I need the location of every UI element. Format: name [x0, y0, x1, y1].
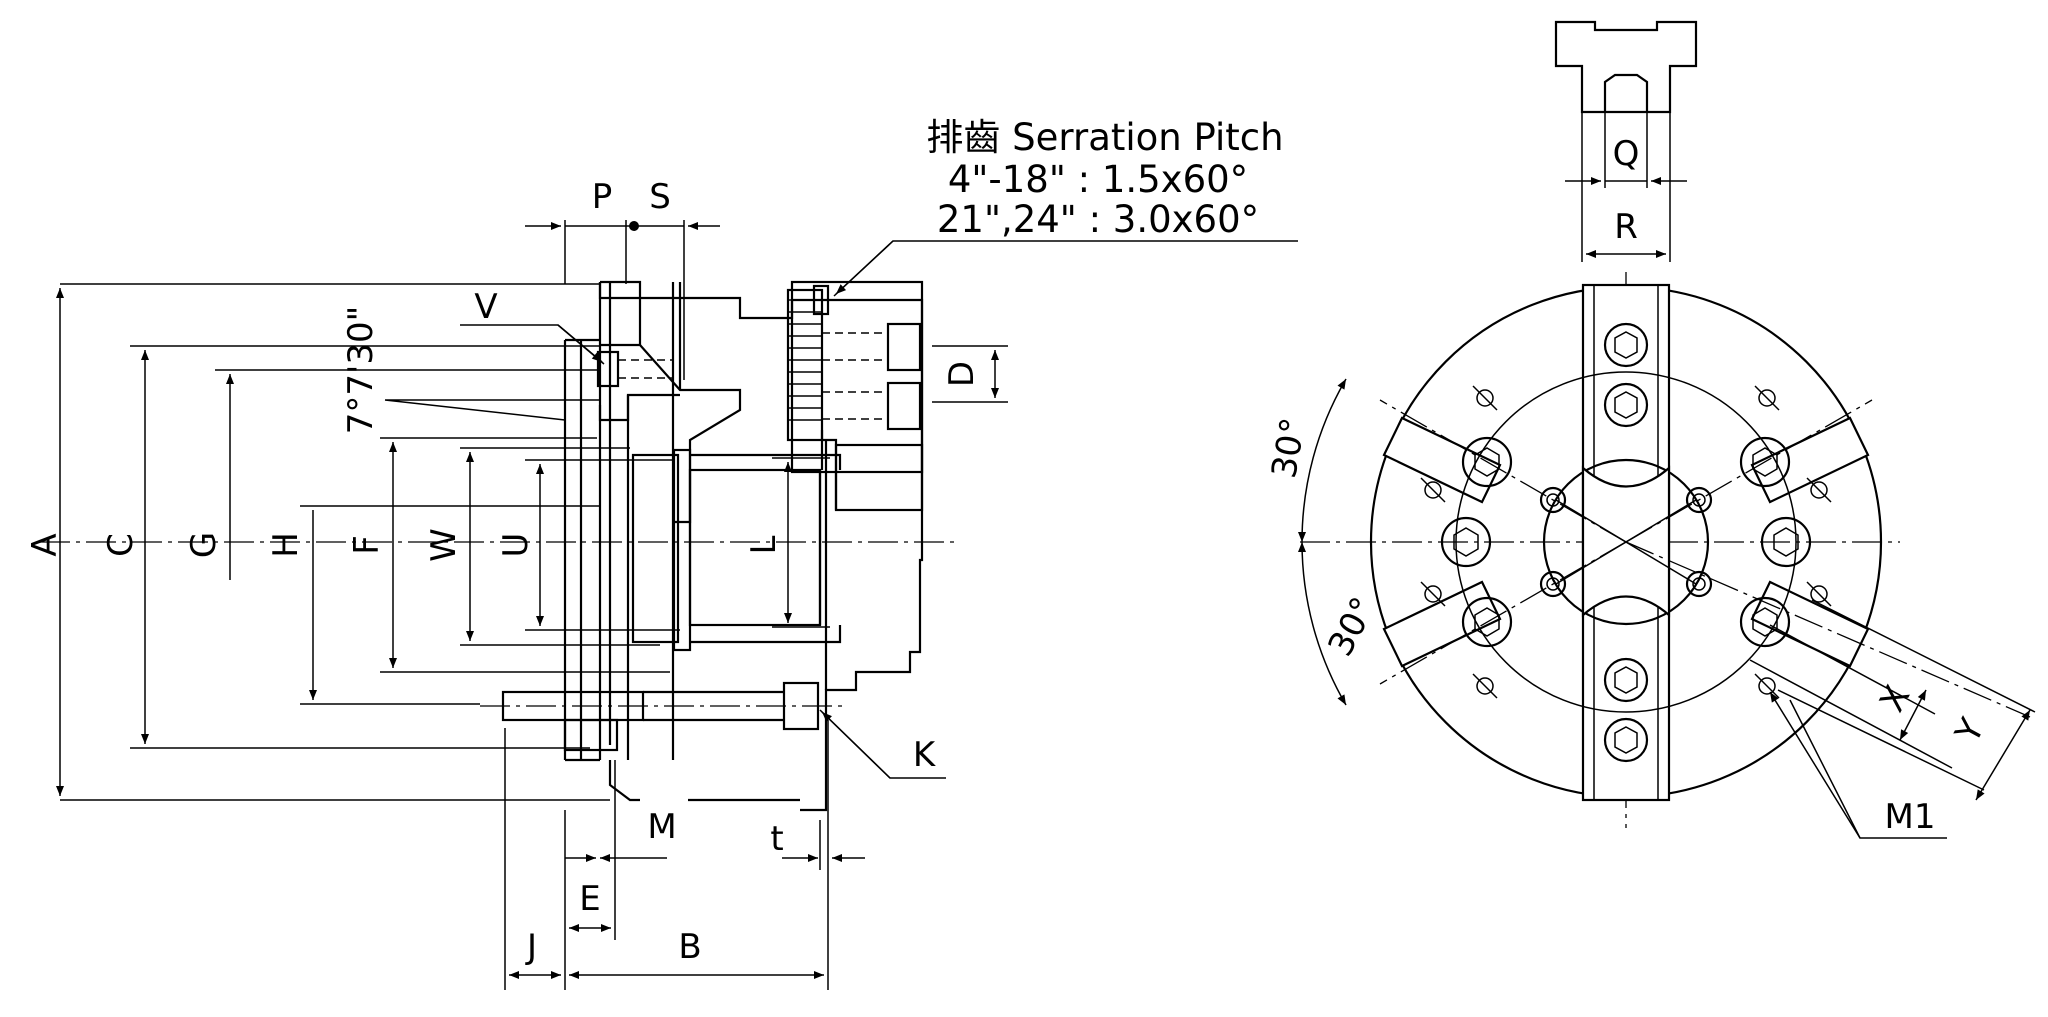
- jaw-serration-teeth: [788, 299, 822, 421]
- jaw-serration: [786, 288, 824, 442]
- label-H: H: [266, 532, 306, 558]
- hub-bolt-4: [1685, 570, 1713, 598]
- jaw-block: [790, 280, 924, 474]
- label-J: J: [525, 927, 537, 967]
- socket-bolt-r: [1760, 516, 1812, 568]
- serration-note-line3: 21",24" : 3.0x60°: [937, 198, 1259, 241]
- label-V: V: [474, 287, 497, 327]
- m1-hole-4: [1472, 673, 1498, 699]
- chuck-body-outline: [598, 280, 924, 812]
- dim-PS-dot: [629, 221, 639, 231]
- label-P: P: [592, 177, 613, 217]
- angle-arc-top: [1298, 378, 1347, 543]
- m1-hole-1: [1472, 385, 1498, 411]
- label-Q: Q: [1613, 134, 1640, 174]
- flange-left: [563, 338, 600, 762]
- jaw-bolt-head-1: [886, 322, 922, 372]
- label-t: t: [770, 819, 783, 859]
- front-view: Q R 30° 30° X Y M1: [1264, 20, 2036, 839]
- label-L: L: [744, 535, 784, 554]
- jaw-slot-lower-left: [1382, 580, 1502, 668]
- angle-arc-bottom: [1298, 541, 1347, 706]
- side-view: A C G H F W U L D 7°7'30" P S V K M t E …: [25, 116, 1298, 990]
- t-nut-key: [1603, 73, 1649, 112]
- leader-serration: [833, 240, 1298, 297]
- v-screw-thread: [618, 359, 672, 379]
- m1-hole-2: [1420, 477, 1446, 503]
- qr-extension-lines: [1581, 112, 1671, 262]
- label-K: K: [913, 735, 937, 775]
- serration-note-line1: 排齒 Serration Pitch: [926, 116, 1283, 159]
- label-F: F: [347, 535, 387, 555]
- slot-bolt-3: [1603, 657, 1649, 703]
- leader-V: [460, 324, 605, 365]
- leader-V-arrow: [557, 324, 603, 363]
- hub-bolt-3: [1539, 570, 1567, 598]
- m1-hole-5: [1754, 385, 1780, 411]
- label-taper: 7°7'30": [341, 306, 381, 435]
- socket-bolt-l: [1440, 516, 1492, 568]
- bore-relief: [672, 448, 692, 652]
- socket-bolt-lr: [1739, 596, 1791, 648]
- jaw-bolt-head-2: [886, 381, 922, 431]
- chuck-body-taper: [598, 343, 742, 524]
- leader-K-arrow: [821, 711, 891, 779]
- label-S: S: [649, 177, 671, 217]
- jaw-key: [812, 284, 830, 316]
- t-nut: [1554, 20, 1698, 114]
- label-M1: M1: [1885, 797, 1936, 837]
- xy-extension-lines: [1749, 599, 2036, 791]
- label-D: D: [942, 361, 982, 387]
- label-angle-bottom: 30°: [1320, 591, 1384, 663]
- radial-centerlines: [1379, 399, 2031, 718]
- slot-bolt-2: [1603, 382, 1649, 428]
- slot-bolt-4: [1603, 717, 1649, 763]
- m1-hole-6: [1806, 477, 1832, 503]
- label-M: M: [647, 807, 676, 847]
- leader-M1-arrow: [1769, 691, 1861, 839]
- label-C: C: [101, 533, 141, 557]
- mount-nut: [563, 718, 619, 752]
- mount-bolt-body: [643, 690, 784, 722]
- label-Y: Y: [1947, 712, 1993, 750]
- m1-hole-3: [1420, 581, 1446, 607]
- bore-outer: [631, 453, 680, 644]
- label-E: E: [579, 879, 600, 919]
- jaw-slot-lower-right: [1750, 580, 1870, 668]
- dim-Y-line: [1975, 709, 2031, 801]
- label-R: R: [1614, 207, 1638, 247]
- label-W: W: [424, 528, 464, 562]
- m1-hole-7: [1806, 581, 1832, 607]
- bore-step: [690, 440, 842, 690]
- jaw-clamp: [834, 443, 924, 512]
- v-screw: [596, 350, 620, 388]
- hub-bolt-2: [1685, 486, 1713, 514]
- extension-lines: [60, 220, 1008, 990]
- dim-X-line: [1899, 689, 1927, 741]
- jaw-clamp-detail: [820, 430, 838, 510]
- m1-hole-8: [1754, 673, 1780, 699]
- label-angle-top: 30°: [1264, 415, 1314, 481]
- center-bore: [1542, 458, 1710, 626]
- label-X: X: [1872, 679, 1918, 718]
- hub-ring: [1455, 371, 1797, 713]
- taper-angle-lines: [384, 399, 600, 421]
- jaw-slot-upper-right: [1750, 416, 1870, 504]
- serration-note-line2: 4"-18" : 1.5x60°: [948, 158, 1248, 201]
- slot-bolt-1: [1603, 322, 1649, 368]
- jaw-slot-upper-left: [1382, 416, 1502, 504]
- jaw-bolt-shank: [822, 332, 888, 420]
- label-A: A: [25, 533, 65, 556]
- label-U: U: [496, 533, 536, 558]
- hub-bolt-1: [1539, 486, 1567, 514]
- label-B: B: [678, 927, 701, 967]
- leader-serration-arrow: [835, 240, 894, 295]
- label-G: G: [184, 532, 224, 558]
